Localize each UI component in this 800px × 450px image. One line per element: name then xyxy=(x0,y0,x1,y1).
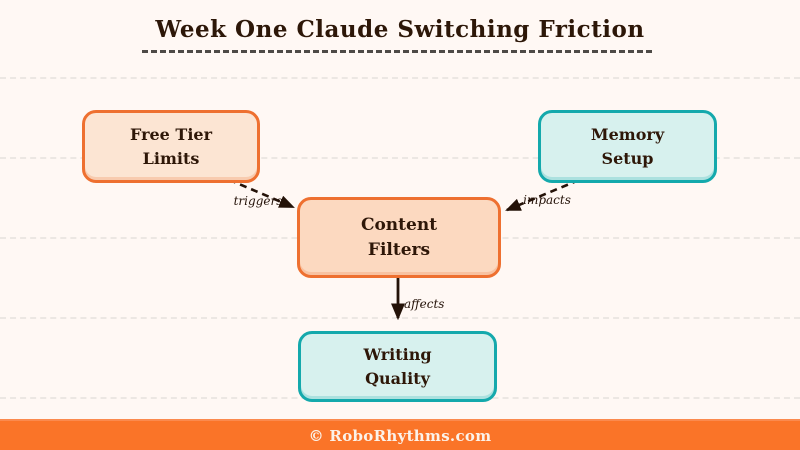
edge-label-triggers: triggers xyxy=(233,194,283,208)
node-label: Quality xyxy=(365,368,430,388)
node-writing-quality: Writing Quality xyxy=(298,331,497,402)
node-label: Content xyxy=(360,214,438,235)
node-label: Setup xyxy=(601,148,654,168)
background-gridline xyxy=(0,77,800,79)
node-free-tier-limits: Free Tier Limits xyxy=(82,110,260,183)
background-gridline xyxy=(0,317,800,319)
page-title: Week One Claude Switching Friction xyxy=(155,16,645,43)
background-gridline xyxy=(0,157,800,159)
node-label: Limits xyxy=(142,148,200,168)
node-label: Memory xyxy=(590,125,665,145)
node-memory-setup: Memory Setup xyxy=(538,110,717,183)
footer-credit: © RoboRhythms.com xyxy=(308,426,492,445)
edge-label-affects: affects xyxy=(404,297,445,311)
edge-label-impacts: impacts xyxy=(523,193,571,207)
node-label: Free Tier xyxy=(129,125,213,145)
node-label: Writing xyxy=(363,345,432,365)
title-underline xyxy=(142,50,652,53)
footer-bar: © RoboRhythms.com xyxy=(0,419,800,450)
node-content-filters: Content Filters xyxy=(297,197,501,278)
node-label: Filters xyxy=(367,239,431,260)
